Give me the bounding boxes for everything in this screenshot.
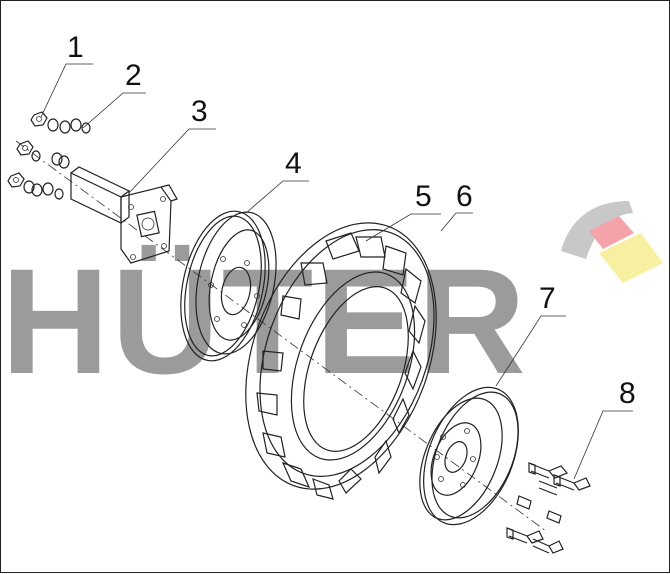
callout-8: 8	[619, 377, 636, 410]
part-7-outer-rim	[419, 386, 519, 526]
callout-5: 5	[415, 180, 432, 213]
part-3-hub-adapter	[70, 166, 178, 264]
part-5-6-tire	[245, 222, 437, 500]
center-axis-line	[15, 140, 547, 532]
callout-6: 6	[456, 180, 473, 213]
part-8-bolts	[506, 462, 591, 554]
part-4-inner-rim	[180, 210, 277, 362]
part-1-nuts	[7, 111, 48, 188]
callout-7: 7	[539, 282, 556, 315]
callout-2: 2	[125, 59, 142, 92]
part-2-washers	[23, 118, 91, 200]
callout-3: 3	[191, 95, 208, 128]
leader-lines	[40, 63, 633, 480]
callout-4: 4	[285, 147, 302, 180]
callout-1: 1	[67, 31, 84, 64]
watermark-swoosh-yellow	[599, 233, 663, 283]
huter-watermark: HÜTER	[1, 201, 663, 405]
watermark-swoosh-pink	[589, 216, 634, 249]
watermark-text: HÜTER	[1, 237, 528, 405]
